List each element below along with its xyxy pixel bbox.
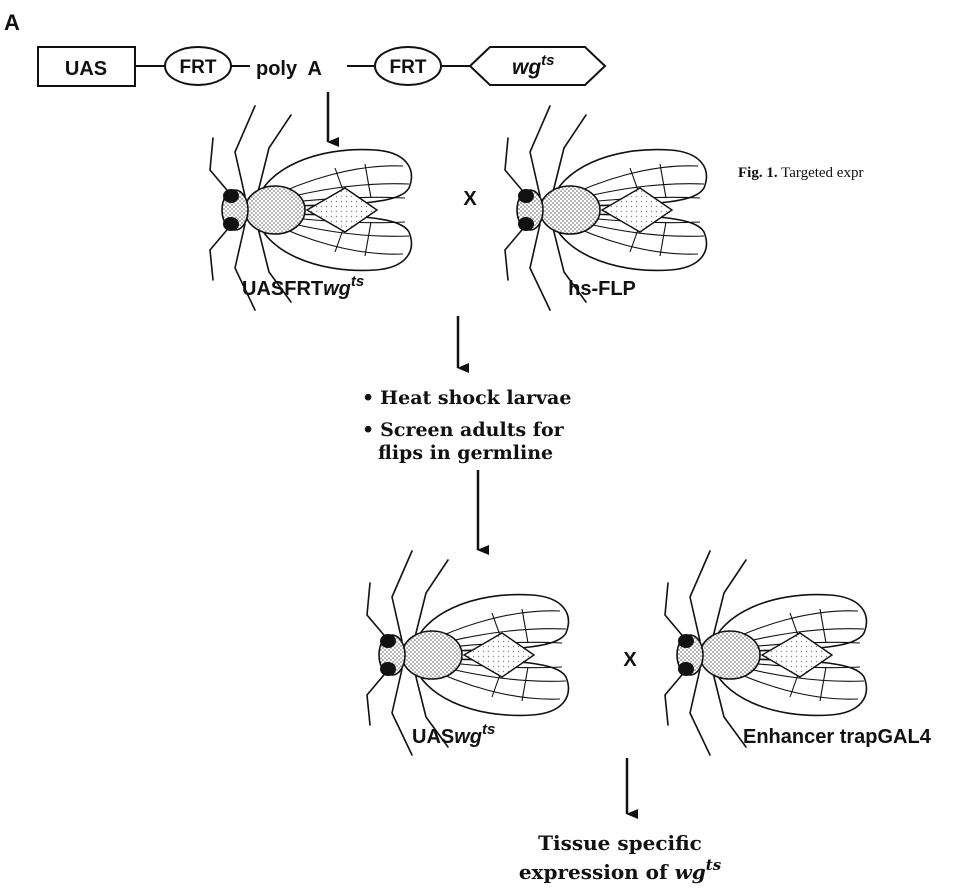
caption-fig-label: Fig. 1. bbox=[738, 165, 778, 181]
label-uas-wgts: UASwgts bbox=[412, 721, 495, 748]
frt-right-label: FRT bbox=[390, 57, 427, 78]
result-line-1: Tissue specific bbox=[538, 831, 702, 855]
label-hs-flp: hs-FLP bbox=[568, 278, 636, 300]
label-enhancer-trap-gal4: Enhancer trapGAL4 bbox=[743, 726, 932, 748]
step-screen-adults: •Screen adults for bbox=[362, 419, 565, 441]
fly-enhancer-trap-gal4 bbox=[665, 551, 866, 755]
caption-text: Targeted expr bbox=[778, 165, 864, 181]
fly-uas-wgts bbox=[367, 551, 568, 755]
uas-label: UAS bbox=[65, 58, 107, 80]
caption-line: Fig. 1. Targeted expr bbox=[738, 165, 967, 183]
cross-symbol-2: X bbox=[623, 649, 637, 671]
frt-left-label: FRT bbox=[180, 57, 217, 78]
figure-caption: Fig. 1. Targeted exprexpress wg in respo… bbox=[738, 165, 967, 183]
step-heat-shock: •Heat shock larvae bbox=[362, 387, 571, 409]
caption-lines: Fig. 1. Targeted exprexpress wg in respo… bbox=[738, 165, 967, 183]
construct-diagram: UAS FRT poly A FRT wgts bbox=[38, 47, 605, 86]
label-uasfrt-wgts: UASFRTwgts bbox=[242, 273, 364, 300]
panel-label: A bbox=[4, 10, 20, 35]
poly-a-label: poly A bbox=[256, 58, 322, 80]
cross-symbol-1: X bbox=[463, 188, 477, 210]
procedure-steps: •Heat shock larvae •Screen adults for fl… bbox=[362, 387, 571, 464]
step-screen-adults-cont: flips in germline bbox=[378, 442, 553, 464]
result-line-2: expression of wgts bbox=[519, 856, 722, 884]
